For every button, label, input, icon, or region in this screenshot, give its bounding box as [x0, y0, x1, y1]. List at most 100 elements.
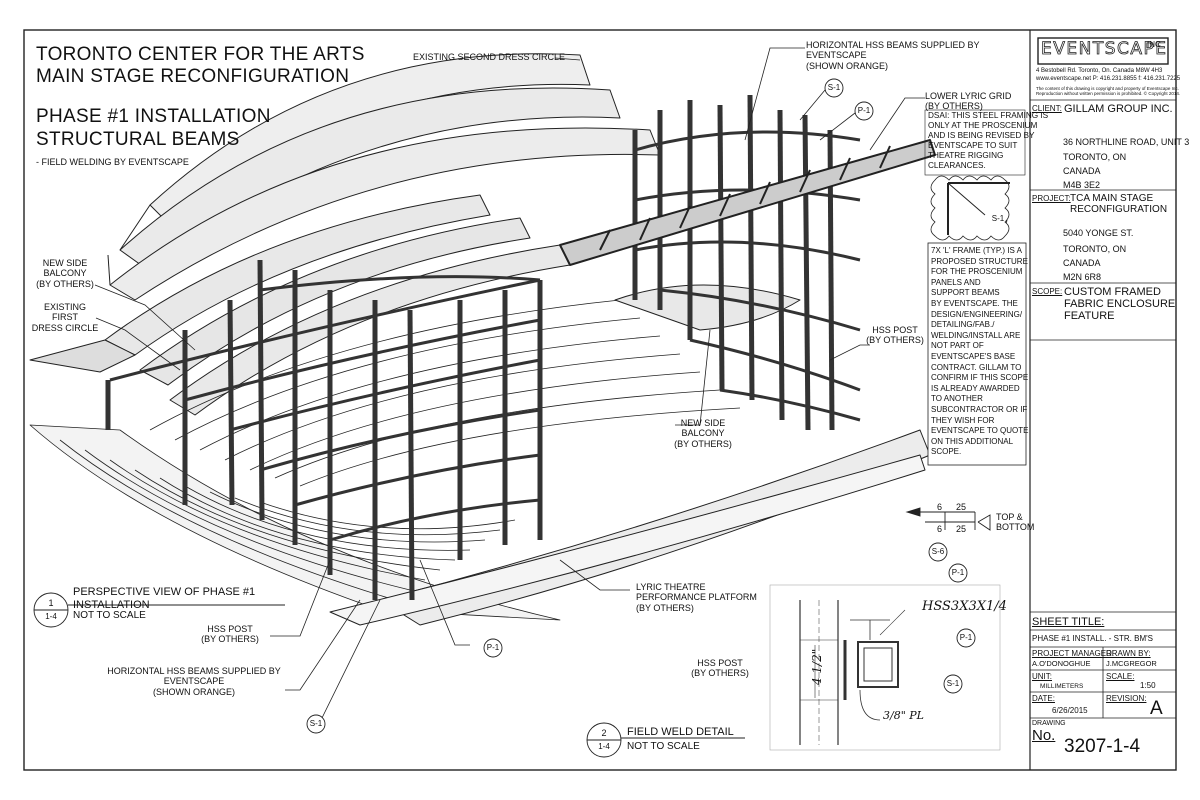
tag-s6: S-6 [931, 547, 945, 556]
project-address-2: TORONTO, ON [1063, 244, 1127, 254]
weld-size-top: 6 [937, 502, 943, 512]
tag-p1-detail-b-circle [956, 628, 976, 648]
detail-hss-size-label: HSS3X3X1/4 [922, 599, 1007, 614]
logo-wordmark: EVENTSCAPE [1041, 39, 1168, 59]
drawing-no-label: No. [1032, 727, 1056, 744]
drawing-label: DRAWING [1032, 720, 1066, 727]
tag-p1-top: P-1 [857, 106, 871, 115]
client-name: GILLAM GROUP INC. [1064, 103, 1173, 115]
sheet-border [23, 29, 1177, 771]
unit-value: MILLIMETERS [1040, 683, 1084, 690]
lower-lyric-grid [559, 139, 936, 266]
drawn-by-label: DRAWN BY: [1106, 649, 1151, 658]
view1-title: PERSPECTIVE VIEW OF PHASE #1 INSTALLATIO… [73, 586, 256, 611]
weld-length-top: 25 [956, 502, 967, 512]
tag-s1-detail: S-1 [946, 679, 960, 688]
revision-value: A [1150, 698, 1163, 719]
stalls-floor-steps [29, 299, 741, 621]
tag-s1-detail-circle [943, 674, 963, 694]
scale-value: 1:50 [1140, 681, 1156, 690]
company-web: www.eventscape.net P: 416.231.8855 f: 41… [1036, 76, 1181, 82]
tag-p1-bottom-circle [483, 638, 503, 658]
view1-number: 1 [48, 598, 54, 608]
company-address: 4 Bestobell Rd. Toronto, On. Canada M8W … [1036, 68, 1163, 74]
weld-symbol [905, 507, 991, 531]
view2-scale: NOT TO SCALE [627, 741, 700, 752]
callout-lower-lyric-grid: LOWER LYRIC GRID (BY OTHERS) [925, 91, 1012, 112]
tag-p1-bottom: P-1 [486, 643, 500, 652]
logo-inc: INC [1147, 40, 1161, 49]
callout-hss-post-right: HSS POST (BY OTHERS) [866, 325, 924, 346]
first-dress-circle-tiers [29, 194, 571, 416]
drawn-by-name: J.MCGREGOR [1106, 659, 1157, 668]
callout-top-bottom: TOP & BOTTOM [996, 512, 1035, 533]
view1-sheet: 1-4 [45, 612, 57, 621]
weld-length-bottom: 25 [956, 524, 967, 534]
view2-title: FIELD WELD DETAIL [627, 726, 734, 738]
drawing-number: 3207-1-4 [1064, 736, 1141, 757]
sheet-title-label: SHEET TITLE: [1032, 616, 1105, 628]
project-address-4: M2N 6R8 [1063, 272, 1102, 282]
second-dress-circle-tiers [107, 53, 661, 301]
tag-p1-top-circle [854, 101, 874, 121]
field-welding-note: - FIELD WELDING BY EVENTSCAPE [36, 157, 189, 167]
project-address-1: 5040 YONGE ST. [1063, 228, 1134, 238]
tag-s1-top: S-1 [827, 83, 841, 92]
title-block-grid [1030, 37, 1176, 719]
tag-p1-detail-a-circle [948, 563, 968, 583]
project-title-line2: MAIN STAGE RECONFIGURATION [36, 66, 350, 87]
callout-hss-post-detail: HSS POST (BY OTHERS) [691, 658, 749, 679]
callout-lyric-platform: LYRIC THEATRE PERFORMANCE PLATFORM (BY O… [636, 582, 757, 613]
callout-hss-beams-top: HORIZONTAL HSS BEAMS SUPPLIED BY EVENTSC… [806, 40, 980, 71]
field-weld-detail-sketch [769, 584, 1001, 751]
callout-hss-beams-bottom: HORIZONTAL HSS BEAMS SUPPLIED BY EVENTSC… [107, 666, 281, 697]
phase-title-line1: PHASE #1 INSTALLATION [36, 106, 271, 127]
client-address-1: 36 NORTHLINE ROAD, UNIT 3 [1063, 137, 1190, 147]
scope-text: CUSTOM FRAMED FABRIC ENCLOSURE FEATURE [1064, 286, 1176, 322]
project-label: PROJECT: [1032, 194, 1071, 203]
pm-name: A.O'DONOGHUE [1032, 659, 1091, 668]
phase-title-line2: STRUCTURAL BEAMS [36, 129, 240, 150]
tag-s1-top-circle [824, 78, 844, 98]
unit-label: UNIT: [1032, 672, 1052, 681]
tag-s1-bottom: S-1 [309, 719, 323, 728]
project-name: TCA MAIN STAGE RECONFIGURATION [1070, 193, 1168, 215]
tag-s1-frame: S-1 [991, 214, 1005, 223]
frame-note-box [927, 242, 1027, 466]
date-label: DATE: [1032, 694, 1055, 703]
l-frame-inset-graphic [947, 182, 1010, 235]
callout-new-side-balcony-center: NEW SIDE BALCONY (BY OTHERS) [674, 418, 732, 449]
date-value: 6/26/2015 [1052, 706, 1088, 715]
scope-label: SCOPE: [1032, 287, 1063, 296]
detail-dimension: 4 1/2" [810, 648, 825, 686]
callout-first-dress-circle: EXISTING FIRST DRESS CIRCLE [31, 302, 99, 333]
horizontal-hss-beams [109, 130, 861, 542]
frame-note: 7X 'L' FRAME (TYP.) IS A PROPOSED STRUCT… [931, 246, 1029, 457]
copyright-note: The content of this drawing is copyright… [1036, 86, 1181, 96]
project-address-3: CANADA [1063, 258, 1101, 268]
client-address-3: CANADA [1063, 166, 1101, 176]
client-label: CLIENT: [1032, 104, 1062, 113]
view2-sheet: 1-4 [598, 742, 610, 751]
dsai-note: DSAI: THIS STEEL FRAMING IS ONLY AT THE … [928, 111, 1049, 170]
revision-label: REVISION: [1106, 694, 1147, 703]
client-address-4: M4B 3E2 [1063, 180, 1101, 190]
project-title-line1: TORONTO CENTER FOR THE ARTS [36, 44, 365, 65]
client-address-2: TORONTO, ON [1063, 152, 1127, 162]
tag-p1-detail-a: P-1 [951, 568, 965, 577]
view2-number: 2 [601, 728, 607, 738]
view-title-bubbles [33, 592, 745, 758]
pm-label: PROJECT MANAGER: [1032, 649, 1115, 658]
sheet-title: PHASE #1 INSTALL. - STR. BM'S [1032, 634, 1153, 643]
callout-hss-post-bottom: HSS POST (BY OTHERS) [201, 624, 259, 645]
detail-plate-label: 3/8" PL [883, 709, 924, 722]
scale-label: SCALE: [1106, 672, 1135, 681]
tag-p1-detail-b: P-1 [959, 633, 973, 642]
dsai-note-box [924, 109, 1026, 176]
weld-size-bottom: 6 [937, 524, 943, 534]
tag-s6-circle [928, 542, 948, 562]
callout-new-side-balcony-left: NEW SIDE BALCONY (BY OTHERS) [36, 258, 94, 289]
callout-second-dress-circle: EXISTING SECOND DRESS CIRCLE [413, 52, 566, 62]
detail-frame [769, 584, 1001, 751]
